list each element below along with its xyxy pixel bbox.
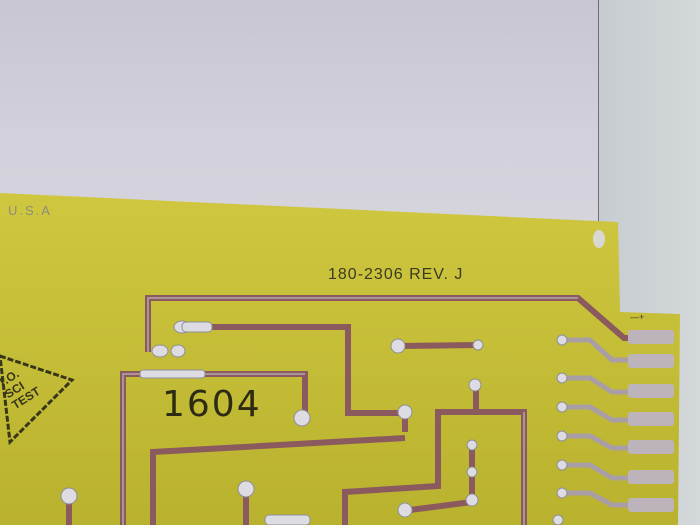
background-wall	[0, 0, 598, 230]
edge-mark: —+	[630, 312, 645, 322]
country-marking: U.S.A	[8, 203, 52, 218]
handwritten-number: 1604	[162, 384, 262, 425]
part-number-label: 180-2306 REV. J	[328, 266, 464, 283]
